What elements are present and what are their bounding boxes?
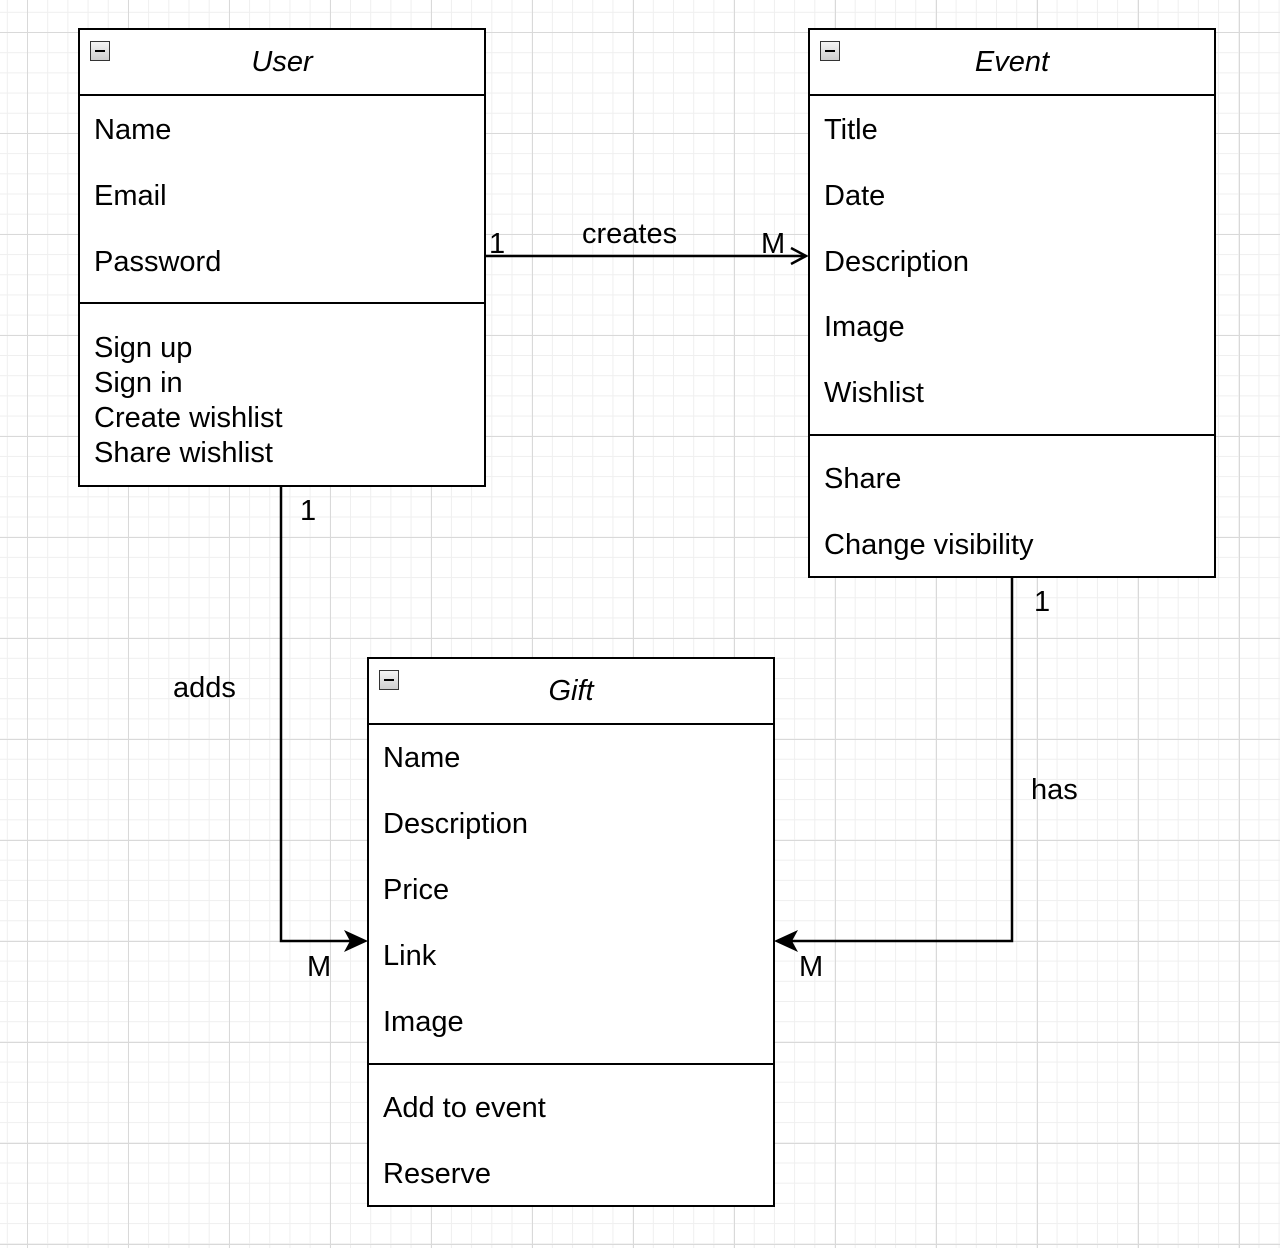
collapse-icon[interactable] bbox=[820, 41, 840, 61]
user-method-share-wishlist[interactable]: Share wishlist bbox=[94, 437, 273, 469]
user-class-header[interactable]: User bbox=[80, 30, 484, 96]
event-class[interactable]: Event Title Date Description Image Wishl… bbox=[808, 28, 1216, 578]
adds-target-multiplicity: M bbox=[307, 951, 332, 983]
gift-attribute-price[interactable]: Price bbox=[383, 874, 450, 906]
collapse-icon[interactable] bbox=[90, 41, 110, 61]
gift-method-add-to-event[interactable]: Add to event bbox=[383, 1092, 546, 1124]
gift-attribute-name[interactable]: Name bbox=[383, 742, 461, 774]
user-class[interactable]: User Name Email Password Sign up Sign in… bbox=[78, 28, 486, 487]
has-label[interactable]: has bbox=[1031, 774, 1078, 806]
event-method-share[interactable]: Share bbox=[824, 463, 902, 495]
user-attribute-password[interactable]: Password bbox=[94, 246, 222, 278]
gift-method-reserve[interactable]: Reserve bbox=[383, 1158, 491, 1190]
gift-class[interactable]: Gift Name Description Price Link Image A… bbox=[367, 657, 775, 1207]
has-source-multiplicity: 1 bbox=[1034, 586, 1051, 618]
edge-user-creates-event[interactable] bbox=[485, 246, 809, 266]
event-class-header[interactable]: Event bbox=[810, 30, 1214, 96]
event-class-divider bbox=[810, 434, 1214, 436]
gift-class-title: Gift bbox=[548, 675, 594, 707]
adds-source-multiplicity: 1 bbox=[300, 495, 317, 527]
adds-label[interactable]: adds bbox=[173, 672, 236, 704]
collapse-icon[interactable] bbox=[379, 670, 399, 690]
gift-attribute-link[interactable]: Link bbox=[383, 940, 437, 972]
event-attribute-date[interactable]: Date bbox=[824, 180, 886, 212]
edge-event-has-gift[interactable] bbox=[774, 577, 1014, 952]
event-attribute-description[interactable]: Description bbox=[824, 246, 970, 278]
event-attribute-title[interactable]: Title bbox=[824, 114, 878, 146]
user-attribute-email[interactable]: Email bbox=[94, 180, 167, 212]
has-target-multiplicity: M bbox=[799, 951, 824, 983]
user-class-title: User bbox=[251, 46, 313, 78]
user-method-create-wishlist[interactable]: Create wishlist bbox=[94, 402, 283, 434]
event-attribute-wishlist[interactable]: Wishlist bbox=[824, 377, 924, 409]
creates-source-multiplicity: 1 bbox=[489, 228, 506, 260]
edge-user-adds-gift[interactable] bbox=[279, 486, 368, 952]
creates-target-multiplicity: M bbox=[761, 228, 786, 260]
event-method-change-visibility[interactable]: Change visibility bbox=[824, 529, 1034, 561]
gift-attribute-image[interactable]: Image bbox=[383, 1006, 464, 1038]
event-class-title: Event bbox=[974, 46, 1050, 78]
user-method-sign-up[interactable]: Sign up bbox=[94, 332, 193, 364]
user-method-sign-in[interactable]: Sign in bbox=[94, 367, 183, 399]
creates-label[interactable]: creates bbox=[582, 218, 678, 250]
gift-class-divider bbox=[369, 1063, 773, 1065]
user-attribute-name[interactable]: Name bbox=[94, 114, 172, 146]
gift-class-header[interactable]: Gift bbox=[369, 659, 773, 725]
user-class-divider bbox=[80, 302, 484, 304]
event-attribute-image[interactable]: Image bbox=[824, 311, 905, 343]
gift-attribute-description[interactable]: Description bbox=[383, 808, 529, 840]
